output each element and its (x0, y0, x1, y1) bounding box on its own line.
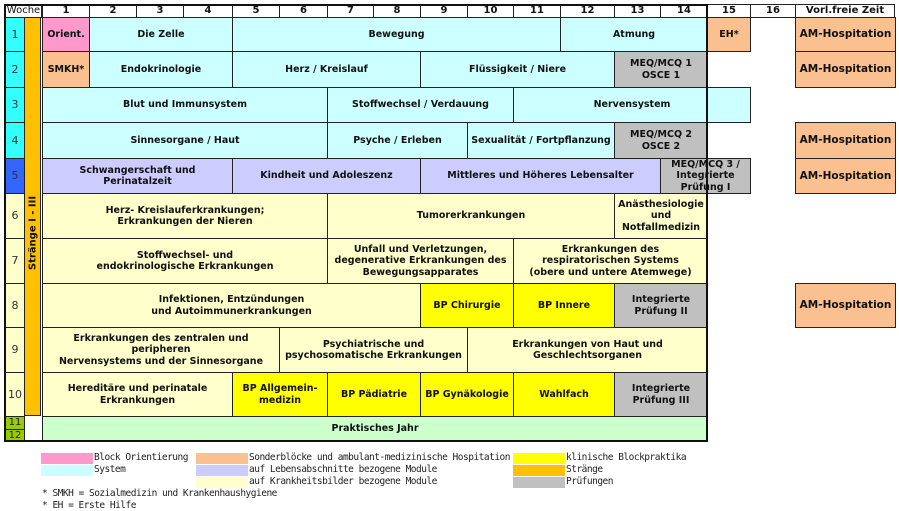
header-week-7: 7 (327, 4, 374, 18)
row-number-2: 2 (5, 51, 25, 88)
module-cell: BP Pädiatrie (327, 372, 421, 417)
row-number-4: 4 (5, 122, 25, 159)
legend-swatch-lavender (196, 465, 248, 476)
legend-swatch-pink (41, 453, 93, 464)
header-week-16: 16 (750, 4, 796, 18)
module-cell: Unfall und Verletzungen, degenerative Er… (327, 238, 514, 284)
row-number-10: 10 (5, 372, 25, 417)
legend-label: auf Lebensabschnitte bezogene Module (249, 464, 437, 475)
module-cell: Herz / Kreislauf (232, 51, 421, 88)
module-cell: Nervensystem (513, 87, 751, 123)
module-cell: Kindheit und Adoleszenz (232, 158, 421, 194)
legend-label: auf Krankheitsbilder bezogene Module (249, 476, 437, 487)
legend-label: Block Orientierung (94, 452, 188, 463)
row-number-9: 9 (5, 327, 25, 373)
header-week-8: 8 (373, 4, 421, 18)
header-week-2: 2 (89, 4, 137, 18)
module-cell: Sinnesorgane / Haut (42, 122, 328, 159)
legend-label: Sonderblöcke und ambulant-medizinische H… (249, 452, 510, 463)
header-week-1: 1 (42, 4, 90, 18)
module-cell: MEQ/MCQ 1 OSCE 1 (614, 51, 708, 88)
module-cell: BP Chirurgie (420, 283, 514, 328)
legend-label: Stränge (566, 464, 603, 475)
module-cell: Mittleres und Höheres Lebensalter (420, 158, 661, 194)
module-cell: Psyche / Erleben (327, 122, 468, 159)
module-cell: Psychiatrische und psychosomatische Erkr… (279, 327, 468, 373)
legend-swatch-strand (513, 465, 565, 476)
module-cell: Wahlfach (513, 372, 615, 417)
row-number-11: 11 (5, 416, 25, 430)
module-cell: Bewegung (232, 17, 561, 52)
legend-swatch-orange (196, 453, 248, 464)
header-week-9: 9 (420, 4, 468, 18)
module-cell: BP Innere (513, 283, 615, 328)
row-number-3: 3 (5, 87, 25, 123)
module-cell: Praktisches Jahr (42, 416, 708, 442)
module-cell: Tumorerkrankungen (327, 193, 615, 239)
row-number-12: 12 (5, 429, 25, 442)
module-cell: Atmung (560, 17, 708, 52)
row-number-1: 1 (5, 17, 25, 52)
module-cell: Blut und Immunsystem (42, 87, 328, 123)
header-week-10: 10 (467, 4, 514, 18)
module-cell: AM-Hospitation (795, 283, 896, 328)
legend-swatch-grey (513, 477, 565, 488)
footnote: * SMKH = Sozialmedizin und Krankenhaushy… (42, 488, 277, 499)
module-cell: SMKH* (42, 51, 90, 88)
module-cell: MEQ/MCQ 2 OSCE 2 (614, 122, 708, 159)
module-cell: Flüssigkeit / Niere (420, 51, 615, 88)
legend-label: klinische Blockpraktika (566, 452, 687, 463)
module-cell: Herz- Kreislauferkrankungen; Erkrankunge… (42, 193, 328, 239)
module-cell: AM-Hospitation (795, 51, 896, 88)
module-cell: Integrierte Prüfung III (614, 372, 708, 417)
module-cell: EH* (707, 17, 751, 52)
module-cell: Die Zelle (89, 17, 233, 52)
module-cell: Stoffwechsel- und endokrinologische Erkr… (42, 238, 328, 284)
header-week-15: 15 (707, 4, 751, 18)
module-cell: Infektionen, Entzündungen und Autoimmune… (42, 283, 421, 328)
module-cell: Anästhesiologie und Notfallmedizin (614, 193, 708, 239)
module-cell: Erkrankungen von Haut und Geschlechtsorg… (467, 327, 708, 373)
legend-label: System (94, 464, 126, 475)
module-cell: Erkrankungen des zentralen und periphere… (42, 327, 280, 373)
module-cell: Sexualität / Fortpflanzung (467, 122, 615, 159)
header-week-5: 5 (232, 4, 280, 18)
module-cell: Hereditäre und perinatale Erkrankungen (42, 372, 233, 417)
header-week-11: 11 (513, 4, 561, 18)
module-cell: Integrierte Prüfung II (614, 283, 708, 328)
module-cell: AM-Hospitation (795, 17, 896, 52)
module-cell: AM-Hospitation (795, 158, 896, 194)
legend-swatch-cyan (41, 465, 93, 476)
legend-label: Prüfungen (566, 476, 613, 487)
module-cell: Orient. (42, 17, 90, 52)
header-week-12: 12 (560, 4, 615, 18)
module-cell: Endokrinologie (89, 51, 233, 88)
legend-swatch-yellow (513, 453, 565, 464)
module-cell: BP Gynäkologie (420, 372, 514, 417)
row-number-8: 8 (5, 283, 25, 328)
module-cell: Schwangerschaft und Perinatalzeit (42, 158, 233, 194)
header-week-6: 6 (279, 4, 328, 18)
module-cell: MEQ/MCQ 3 / Integrierte Prüfung I (660, 158, 751, 194)
header-woche: Woche (5, 4, 42, 18)
header-free-time: Vorl.freie Zeit (795, 4, 895, 18)
strand-bar: Stränge I - III (24, 17, 41, 416)
strand-label: Stränge I - III (27, 195, 38, 271)
module-cell: BP Allgemein- medizin (232, 372, 328, 417)
header-week-4: 4 (183, 4, 233, 18)
module-cell: AM-Hospitation (795, 122, 896, 159)
row-number-5: 5 (5, 158, 25, 194)
footnote: * EH = Erste Hilfe (42, 500, 136, 511)
row-number-6: 6 (5, 193, 25, 239)
header-week-14: 14 (660, 4, 708, 18)
row-number-7: 7 (5, 238, 25, 284)
module-cell: Stoffwechsel / Verdauung (327, 87, 514, 123)
header-week-3: 3 (136, 4, 184, 18)
header-week-13: 13 (614, 4, 661, 18)
module-cell: Erkrankungen des respiratorischen System… (513, 238, 708, 284)
legend-swatch-lightyellow (196, 477, 248, 488)
